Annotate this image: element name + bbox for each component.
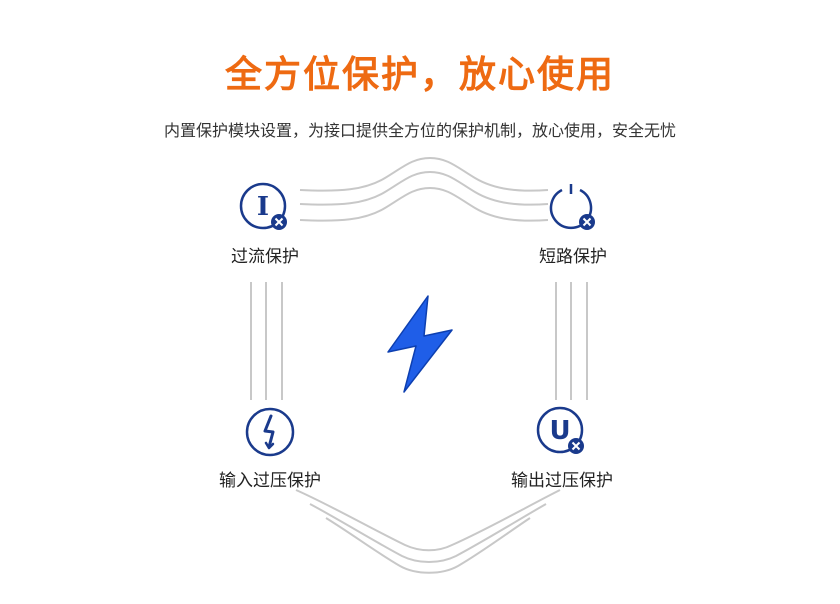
short-circuit-icon xyxy=(549,184,595,230)
page-title: 全方位保护，放心使用 xyxy=(225,53,615,96)
output-overvoltage-glyph: U xyxy=(549,416,570,446)
feature-overcurrent: I 过流保护 xyxy=(185,180,345,267)
feature-short-circuit: 短路保护 xyxy=(493,180,653,267)
feature-input-overvoltage-label: 输入过压保护 xyxy=(219,471,321,491)
page-subtitle: 内置保护模块设置，为接口提供全方位的保护机制，放心使用，安全无忧 xyxy=(163,121,676,140)
output-overvoltage-icon: U xyxy=(536,406,584,454)
feature-short-circuit-label: 短路保护 xyxy=(539,247,607,267)
overcurrent-glyph: I xyxy=(257,192,269,222)
input-overvoltage-icon xyxy=(245,407,295,457)
feature-output-overvoltage-label: 输出过压保护 xyxy=(511,471,613,491)
feature-output-overvoltage: U 输出过压保护 xyxy=(482,404,642,491)
lightning-bolt-icon xyxy=(387,295,453,393)
overcurrent-icon: I xyxy=(239,182,287,230)
feature-input-overvoltage: 输入过压保护 xyxy=(190,404,350,491)
feature-overcurrent-label: 过流保护 xyxy=(231,247,299,267)
